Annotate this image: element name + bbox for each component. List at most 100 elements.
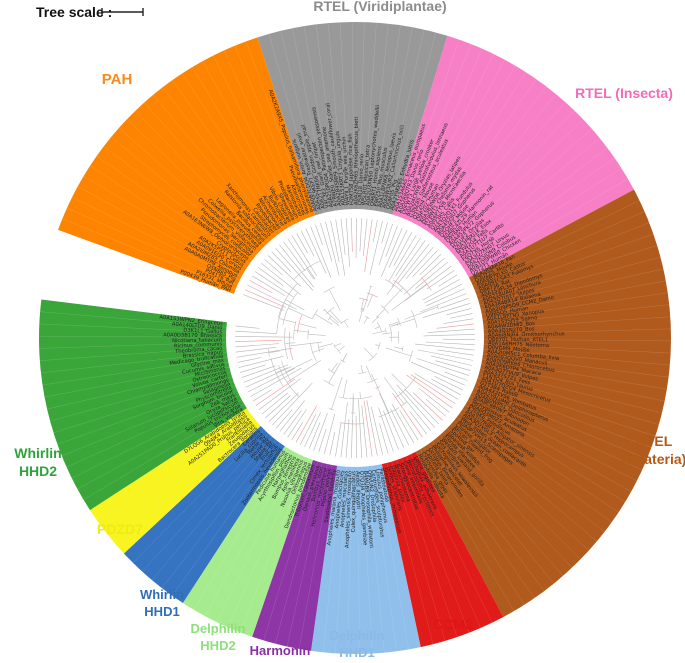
leaf-divider [53, 376, 233, 433]
tree-branch [367, 294, 373, 308]
tree-branch [362, 286, 372, 313]
tree-branch [359, 218, 363, 252]
leaf-divider [411, 53, 494, 223]
tree-branch [435, 360, 471, 371]
leaf-divider [382, 29, 425, 213]
leaf-divider [478, 245, 658, 301]
clade-color-ring [38, 21, 671, 654]
tree-branch [285, 358, 313, 373]
tree-branches [235, 218, 475, 458]
leaf-divider [39, 342, 227, 349]
leaf-divider [415, 59, 505, 225]
tree-branch [267, 255, 301, 287]
tree-branch [382, 332, 392, 335]
clade-sector-rtel-bilateria [415, 189, 671, 618]
tree-branch [300, 230, 315, 257]
tree-branch [345, 418, 350, 458]
leaf-divider [366, 466, 385, 653]
tree-branch [376, 386, 390, 414]
tree-branch [307, 333, 326, 336]
tree-branch [363, 400, 373, 457]
tree-branch [443, 318, 474, 324]
tree-branch [427, 328, 475, 333]
tree-branch [245, 289, 286, 308]
tree-branch [430, 378, 461, 396]
tree-branch [412, 392, 443, 421]
leaf-divider [443, 431, 573, 568]
leaf-divider [83, 175, 245, 273]
tree-branch [308, 422, 321, 449]
clade-label-pah: PAH [102, 71, 133, 88]
tree-branch [406, 374, 453, 409]
leaf-divider [435, 438, 554, 584]
tree-branch [355, 415, 357, 458]
tree-branch [310, 226, 332, 278]
tree-branch [261, 392, 288, 415]
tree-branch [325, 221, 340, 276]
leaf-label: Anopheles_maculatus [340, 470, 350, 527]
tree-branch [403, 257, 445, 295]
clade-sector-rtel-viridiplantae [257, 21, 448, 216]
leaf-divider [72, 196, 240, 281]
tree-branch [404, 265, 452, 302]
tree-branch [360, 299, 364, 312]
tree-branch [358, 399, 363, 458]
leaf-divider [428, 79, 537, 233]
tree-branch [235, 343, 280, 348]
leaf-divider [327, 23, 345, 210]
tree-branch [328, 289, 341, 311]
leaf-divider [144, 102, 270, 243]
tree-branch [268, 350, 280, 354]
tree-branch [383, 287, 404, 309]
leaf-divider [479, 256, 661, 306]
leaf-divider [481, 280, 666, 315]
tree-branch [289, 341, 322, 347]
leaf-label: A0A1S3SJ59_Salmo [487, 315, 538, 327]
tree-branch [247, 368, 295, 393]
tree-branch [235, 339, 282, 342]
tree-branch [360, 365, 364, 373]
leaf-divider [193, 448, 290, 610]
leaf-divider [432, 441, 545, 592]
tree-branch [237, 357, 262, 363]
leaf-divider [482, 292, 668, 320]
leaf-divider [474, 387, 648, 460]
leaf-label: Ricinus_communis [174, 341, 223, 349]
clade-sector-harmonin [252, 459, 338, 651]
leaf-divider [315, 24, 340, 211]
leaf-divider [420, 65, 516, 227]
tree-branch [372, 220, 378, 243]
tree-node-arc [328, 408, 335, 411]
tree-branch [426, 288, 465, 307]
tree-branch [351, 218, 353, 252]
leaf-divider [172, 443, 281, 596]
tree-branch [279, 244, 315, 288]
tree-branch [285, 299, 305, 311]
tree-branch [235, 325, 260, 329]
tree-branch [378, 407, 394, 452]
leaf-divider [475, 382, 652, 448]
tree-branch [363, 317, 368, 324]
tree-branch [329, 432, 336, 456]
leaf-divider [202, 61, 294, 226]
tree-branch [296, 233, 309, 254]
leaf-label: Nicotiana_tabacum [172, 337, 222, 344]
tree-branch [379, 423, 389, 454]
leaf-divider [103, 146, 253, 260]
tree-branch [340, 218, 346, 256]
tree-branch [240, 364, 266, 373]
leaf-label: Q5RI18_Danio_rerio [357, 154, 365, 206]
leaf-divider [280, 30, 325, 213]
tree-branch [340, 402, 348, 458]
clade-label-rtel-bilateria: RTEL [636, 433, 673, 449]
tree-branch [414, 373, 459, 400]
clade-label-rtel-viridiplantae: RTEL (Viridiplantae) [313, 0, 446, 14]
leaf-divider [482, 353, 669, 378]
tree-branch [243, 294, 285, 311]
tree-node-arc [397, 331, 400, 343]
tree-branch [406, 246, 434, 279]
leaf-divider [335, 466, 348, 654]
tree-branch [423, 334, 475, 337]
leaf-divider [361, 466, 373, 654]
leaf-divider [472, 391, 643, 471]
